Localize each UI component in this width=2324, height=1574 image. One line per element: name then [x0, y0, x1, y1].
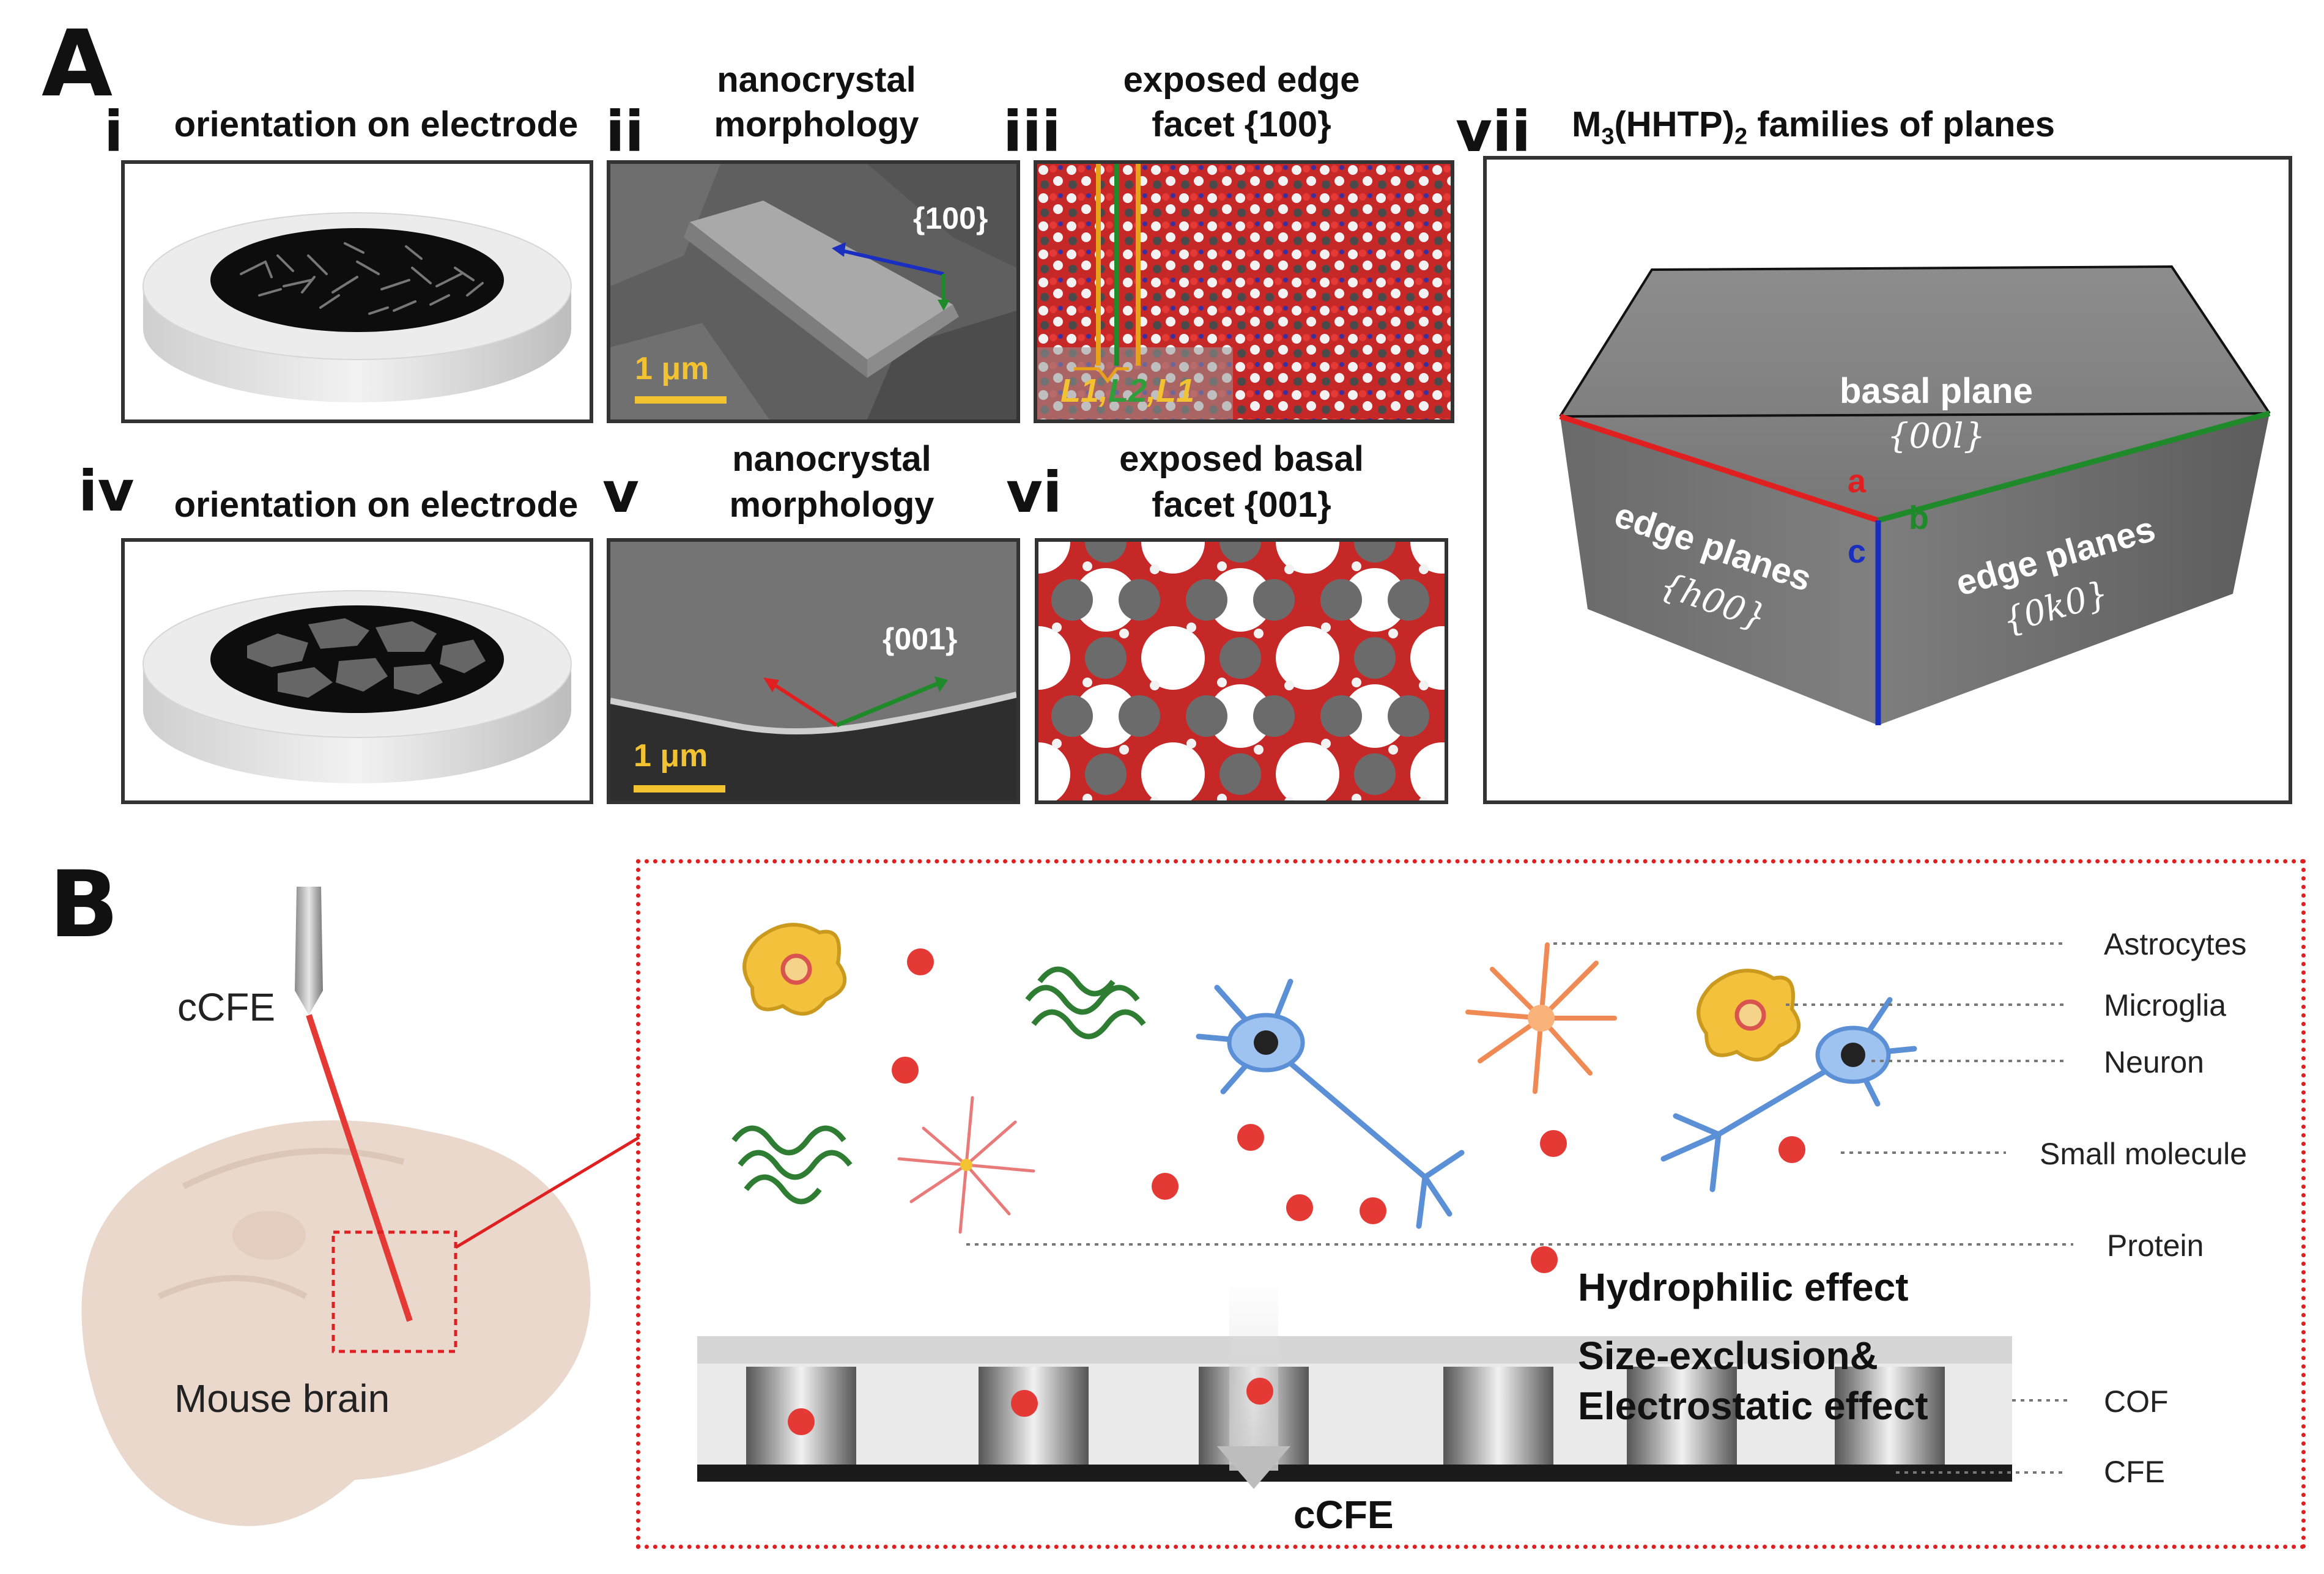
- molecular-edge-facet-image: L1,L2,L1: [1034, 160, 1454, 423]
- sem-image-film: {001} 1 μm: [607, 538, 1020, 804]
- caption-v-line2: morphology: [729, 485, 934, 525]
- numeral-vi: vi: [1006, 460, 1062, 525]
- legend-cfe: CFE: [2104, 1455, 2165, 1489]
- brain-label: Mouse brain: [174, 1376, 390, 1421]
- caption-i: orientation on electrode: [174, 105, 579, 144]
- numeral-v: v: [602, 460, 639, 525]
- caption-v-line1: nanocrystal: [732, 439, 931, 479]
- caption-iii-line2: facet {100}: [1152, 105, 1331, 144]
- vii-title-sub2: 2: [1734, 124, 1748, 150]
- legend-microglia: Microglia: [2104, 988, 2227, 1022]
- panel-a-letter: A: [42, 11, 113, 117]
- mouse-brain-illustration: [81, 887, 640, 1526]
- vii-title-end: families of planes: [1747, 105, 2055, 144]
- size-exclusion-label: Size-exclusion&: [1578, 1334, 1878, 1378]
- hydrophilic-effect-label: Hydrophilic effect: [1578, 1265, 1909, 1309]
- electrode-disc-needles-image: [121, 160, 593, 423]
- legend-astrocytes: Astrocytes: [2104, 927, 2247, 961]
- comma-1: ,: [1099, 372, 1109, 409]
- basal-plane-label: basal plane: [1840, 371, 2033, 411]
- axis-b-label: b: [1909, 500, 1929, 536]
- scale-bar-label-v: 1 μm: [634, 738, 708, 774]
- hexagonal-prism-diagram: basal plane {00l} a b c edge planes {h00…: [1483, 156, 2292, 804]
- basal-plane-index: {00l}: [1887, 416, 1986, 456]
- zoom-frame: [636, 859, 2306, 1549]
- electrostatic-effect-label: Electrostatic effect: [1578, 1384, 1928, 1428]
- comma-2: ,: [1147, 372, 1156, 409]
- electrode-disc-plates-image: [121, 538, 593, 804]
- legend-neuron: Neuron: [2104, 1045, 2204, 1079]
- vii-title-sub1: 3: [1601, 124, 1615, 150]
- numeral-iv: iv: [78, 459, 135, 524]
- scale-bar-label: 1 μm: [635, 351, 709, 386]
- caption-vi-line2: facet {001}: [1152, 485, 1331, 525]
- scale-bar-v: [634, 785, 725, 793]
- axis-c-label: c: [1848, 533, 1867, 570]
- axis-a-label: a: [1848, 463, 1867, 500]
- caption-ii-line2: morphology: [714, 105, 919, 144]
- l2-label: L2: [1108, 372, 1147, 409]
- legend-small-molecule: Small molecule: [2040, 1137, 2248, 1171]
- vii-title-main: M: [1572, 105, 1602, 144]
- ccfe-bottom-label: cCFE: [1293, 1493, 1394, 1537]
- caption-iv: orientation on electrode: [174, 485, 579, 525]
- legend-protein: Protein: [2107, 1229, 2204, 1263]
- facet-100-label: {100}: [913, 201, 988, 235]
- vii-title: M3(HHTP)2 families of planes: [1572, 103, 2183, 152]
- brain-zoom-region: [331, 1230, 457, 1353]
- numeral-ii: ii: [605, 99, 645, 164]
- sem-image-rod: {100} 1 μm: [607, 160, 1020, 423]
- scale-bar: [635, 396, 727, 404]
- brain-environment-diagram: [697, 923, 2073, 1489]
- probe-label: cCFE: [177, 985, 275, 1029]
- caption-iii-line1: exposed edge: [1123, 60, 1360, 100]
- numeral-vii: vii: [1456, 99, 1531, 164]
- vii-title-mid: (HHTP): [1614, 105, 1734, 144]
- l1-label: L1: [1060, 372, 1100, 409]
- panel-b-letter: B: [49, 852, 119, 958]
- caption-ii-line1: nanocrystal: [717, 60, 916, 100]
- l3-label: L1: [1156, 372, 1195, 409]
- numeral-i: i: [104, 99, 124, 164]
- facet-001-label: {001}: [883, 622, 958, 656]
- numeral-iii: iii: [1003, 99, 1061, 164]
- caption-vi-line1: exposed basal: [1119, 439, 1364, 479]
- legend-cof: COF: [2104, 1384, 2169, 1419]
- molecular-basal-facet-image: [1035, 538, 1448, 804]
